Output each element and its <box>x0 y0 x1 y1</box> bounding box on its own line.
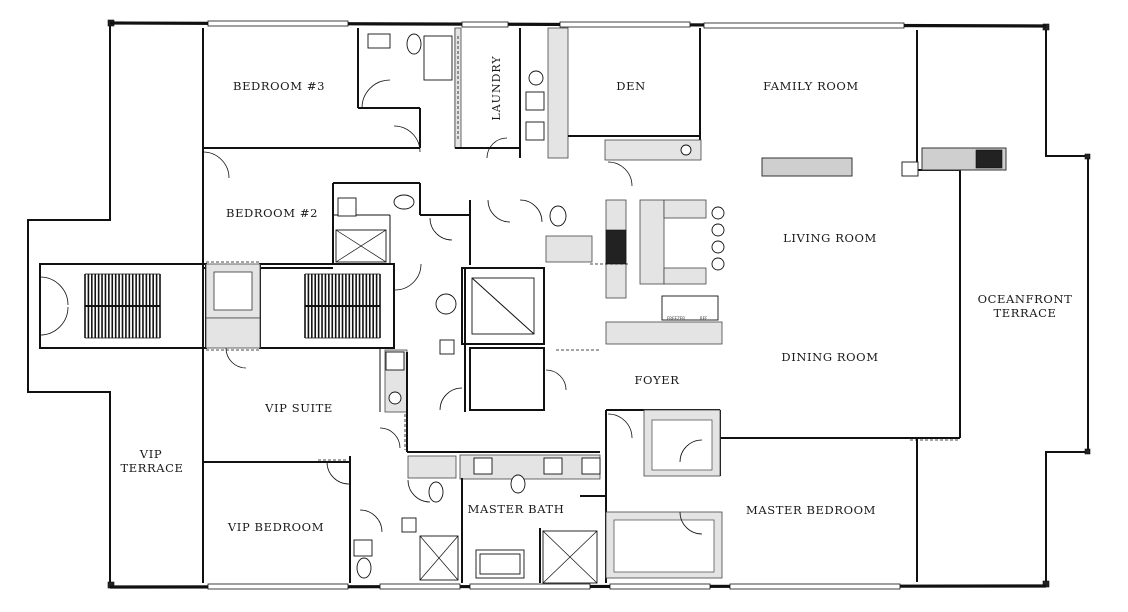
door-swings <box>202 79 703 535</box>
label-bedroom-2: BEDROOM #2 <box>226 206 318 220</box>
label-master-bath: MASTER BATH <box>468 502 565 516</box>
label-laundry: LAUNDRY <box>490 55 503 120</box>
label-vip-bedroom: VIP BEDROOM <box>227 520 324 534</box>
top-windows <box>207 20 905 29</box>
label-master-bedroom: MASTER BEDROOM <box>746 503 876 517</box>
kitchen: FREEZER REF. <box>545 199 725 345</box>
right-stair <box>304 273 381 339</box>
label-den: DEN <box>616 79 645 93</box>
label-oceanfront: OCEANFRONT <box>978 292 1073 306</box>
left-stair <box>84 273 161 339</box>
elevator-core <box>461 267 545 412</box>
label-bedroom-3: BEDROOM #3 <box>233 79 325 93</box>
label-oceanfront-terrace: TERRACE <box>993 306 1056 320</box>
sliding-door-tracks <box>206 36 960 461</box>
north-wing-walls <box>203 27 702 269</box>
freezer-label: FREEZER <box>667 316 685 321</box>
ref-label: REF. <box>700 316 708 321</box>
room-labels: BEDROOM #3 LAUNDRY DEN FAMILY ROOM BEDRO… <box>120 55 1073 534</box>
label-foyer: FOYER <box>634 373 679 387</box>
label-living-room: LIVING ROOM <box>783 231 877 245</box>
label-vip-terrace: TERRACE <box>120 461 183 475</box>
label-vip: VIP <box>139 447 162 461</box>
bottom-windows <box>207 583 901 590</box>
label-vip-suite: VIP SUITE <box>264 401 333 415</box>
stair-core <box>39 263 395 349</box>
fireplace <box>761 157 853 177</box>
label-family-room: FAMILY ROOM <box>763 79 859 93</box>
plumbing-fixtures <box>335 33 692 579</box>
label-dining-room: DINING ROOM <box>781 350 878 364</box>
outdoor-grill <box>901 147 1007 177</box>
